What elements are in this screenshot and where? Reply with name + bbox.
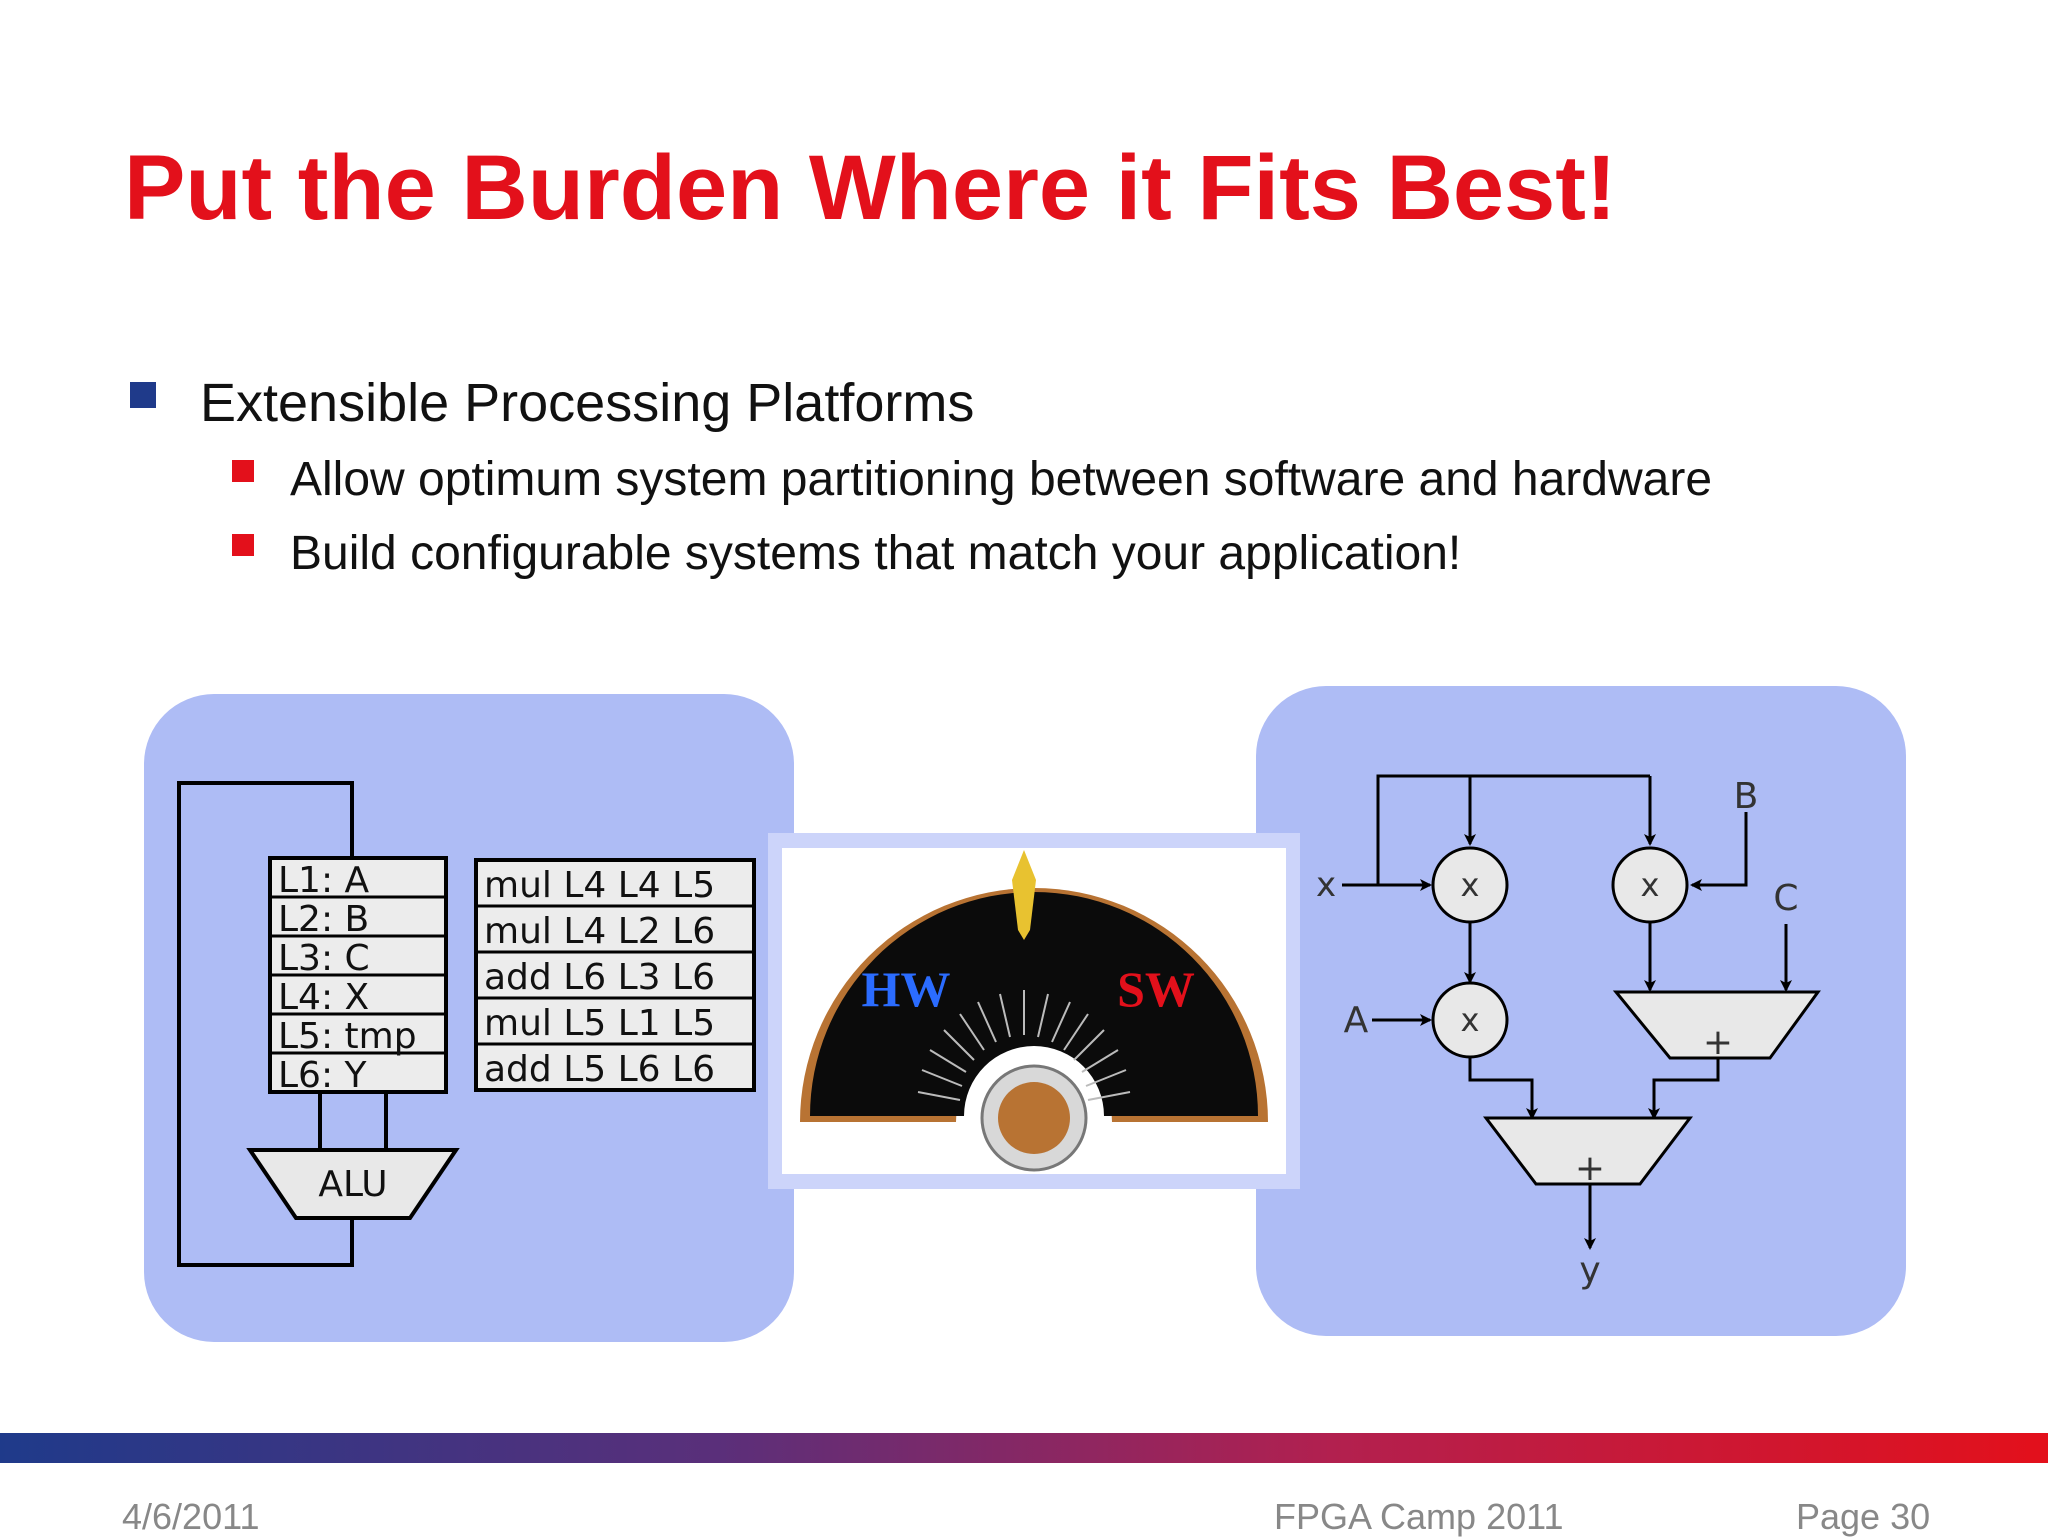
multiplier-2 xyxy=(1611,846,1689,924)
instruction-2: mul L4 L2 L6 xyxy=(484,911,715,952)
input-a-label: A xyxy=(1344,1000,1369,1041)
instruction-5: add L5 L6 L6 xyxy=(484,1049,715,1090)
sub-bullet-1: Allow optimum system partitioning betwee… xyxy=(290,453,1713,506)
sub-bullet-marker-square-icon xyxy=(232,534,254,556)
multiplier-2-symbol: x xyxy=(1641,866,1660,904)
multiplier-1-symbol: x xyxy=(1461,866,1480,904)
instruction-1: mul L4 L4 L5 xyxy=(484,865,715,906)
dial-pointer-icon xyxy=(1012,850,1036,940)
bullet-marker-square-icon xyxy=(130,382,156,408)
register-5: L5: tmp xyxy=(278,1016,417,1057)
instruction-4: mul L5 L1 L5 xyxy=(484,1003,715,1044)
dial-hw-label: HW xyxy=(862,961,951,1017)
register-6: L6: Y xyxy=(278,1055,368,1096)
adder-1 xyxy=(1612,990,1821,1060)
software-diagram: L1: A L2: B L3: C L4: X L5: tmp L6: Y AL… xyxy=(177,781,756,1267)
hardware-diagram xyxy=(1342,774,1821,1250)
hardware-labels: x x x + + x A B C y xyxy=(1316,776,1799,1291)
hw-sw-dial: HW SW xyxy=(768,833,1300,1189)
sub-bullet-marker-square-icon xyxy=(232,460,254,482)
input-x-label: x xyxy=(1316,865,1336,905)
sub-bullet-2: Build configurable systems that match yo… xyxy=(290,527,1462,580)
register-1: L1: A xyxy=(278,860,370,901)
register-file: L1: A L2: B L3: C L4: X L5: tmp L6: Y xyxy=(268,856,448,1096)
multiplier-1 xyxy=(1431,846,1509,924)
multiplier-3 xyxy=(1431,981,1509,1059)
adder-2-symbol: + xyxy=(1575,1148,1605,1189)
register-2: L2: B xyxy=(278,899,369,940)
input-b-label: B xyxy=(1734,776,1759,817)
footer-page-number: Page 30 xyxy=(1796,1496,1931,1537)
output-y-label: y xyxy=(1579,1250,1600,1291)
slide-title: Put the Burden Where it Fits Best! xyxy=(124,137,1617,239)
alu-block: ALU xyxy=(246,1148,460,1220)
instruction-3: add L6 L3 L6 xyxy=(484,957,715,998)
bullet-level1: Extensible Processing Platforms xyxy=(200,373,975,433)
footer-date: 4/6/2011 xyxy=(122,1496,260,1537)
alu-label: ALU xyxy=(318,1164,387,1205)
register-3: L3: C xyxy=(278,938,370,979)
input-c-label: C xyxy=(1773,878,1798,919)
multiplier-3-symbol: x xyxy=(1461,1001,1480,1039)
adder-1-symbol: + xyxy=(1703,1022,1733,1063)
footer-event: FPGA Camp 2011 xyxy=(1274,1496,1564,1537)
adder-2 xyxy=(1482,1116,1694,1186)
dial-sw-label: SW xyxy=(1117,961,1195,1017)
footer-gradient-bar xyxy=(0,1433,2048,1463)
register-4: L4: X xyxy=(278,977,369,1018)
dial-ticks xyxy=(917,990,1131,1101)
instruction-memory: mul L4 L4 L5 mul L4 L2 L6 add L6 L3 L6 m… xyxy=(474,858,756,1092)
